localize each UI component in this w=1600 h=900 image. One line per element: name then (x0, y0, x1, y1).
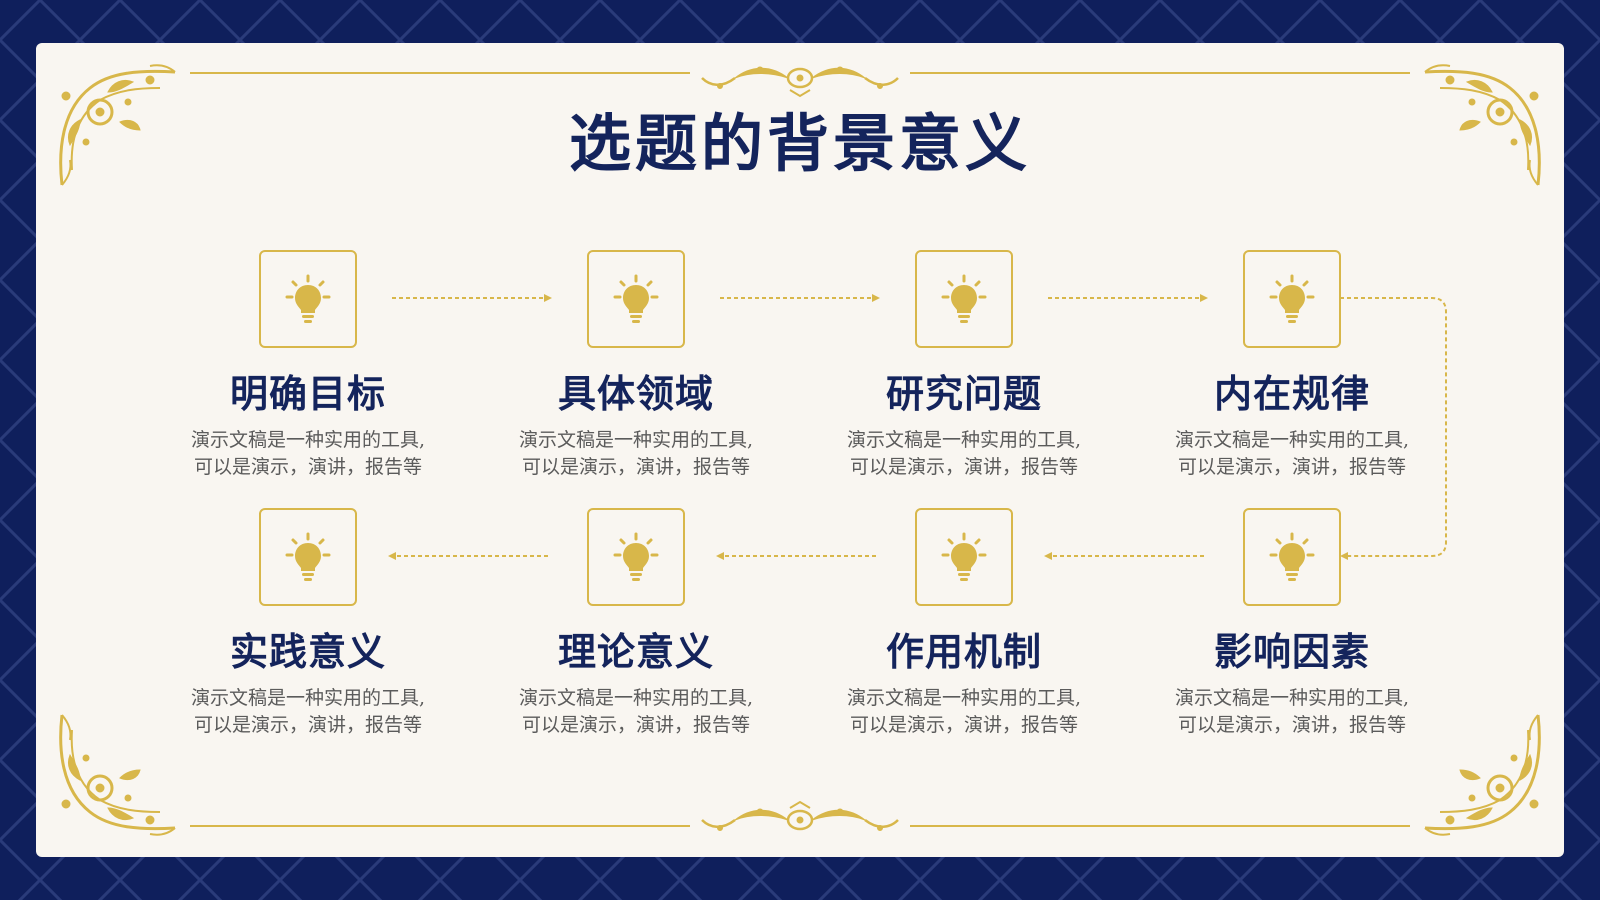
slide-title: 选题的背景意义 (568, 107, 1031, 180)
icon-box (915, 508, 1013, 606)
step-desc-line2: 可以是演示，演讲，报告等 (1177, 456, 1406, 478)
lightbulb-icon (282, 531, 334, 583)
step-desc-line1: 演示文稿是一种实用的工具, (1174, 687, 1410, 709)
step-desc-line2: 可以是演示，演讲，报告等 (193, 456, 422, 478)
lightbulb-icon (610, 273, 662, 325)
icon-box (587, 250, 685, 348)
step-desc-line1: 演示文稿是一种实用的工具, (846, 429, 1082, 451)
step-title: 研究问题 (885, 371, 1042, 416)
icon-box (587, 508, 685, 606)
step-title: 内在规律 (1213, 371, 1370, 416)
step-title: 具体领域 (557, 371, 714, 416)
step-desc-line2: 可以是演示，演讲，报告等 (849, 456, 1078, 478)
step-desc-line2: 可以是演示，演讲，报告等 (521, 456, 750, 478)
icon-box (1243, 508, 1341, 606)
step-desc-line1: 演示文稿是一种实用的工具, (1174, 429, 1410, 451)
step-title: 理论意义 (557, 629, 714, 674)
icon-box (915, 250, 1013, 348)
step-title: 影响因素 (1213, 629, 1370, 674)
step-desc-line2: 可以是演示，演讲，报告等 (849, 714, 1078, 736)
step-desc-line2: 可以是演示，演讲，报告等 (193, 714, 422, 736)
step-desc-line2: 可以是演示，演讲，报告等 (521, 714, 750, 736)
lightbulb-icon (938, 273, 990, 325)
lightbulb-icon (1266, 531, 1318, 583)
step-desc-line1: 演示文稿是一种实用的工具, (518, 429, 754, 451)
icon-box (1243, 250, 1341, 348)
step-desc-line1: 演示文稿是一种实用的工具, (190, 429, 426, 451)
lightbulb-icon (938, 531, 990, 583)
step-desc-line1: 演示文稿是一种实用的工具, (518, 687, 754, 709)
lightbulb-icon (1266, 273, 1318, 325)
step-title: 作用机制 (885, 629, 1042, 674)
step-title: 明确目标 (229, 371, 386, 416)
step-desc-line1: 演示文稿是一种实用的工具, (190, 687, 426, 709)
lightbulb-icon (610, 531, 662, 583)
step-title: 实践意义 (229, 629, 386, 674)
icon-box (259, 250, 357, 348)
step-desc-line1: 演示文稿是一种实用的工具, (846, 687, 1082, 709)
lightbulb-icon (282, 273, 334, 325)
icon-box (259, 508, 357, 606)
content-card (36, 43, 1564, 857)
step-desc-line2: 可以是演示，演讲，报告等 (1177, 714, 1406, 736)
